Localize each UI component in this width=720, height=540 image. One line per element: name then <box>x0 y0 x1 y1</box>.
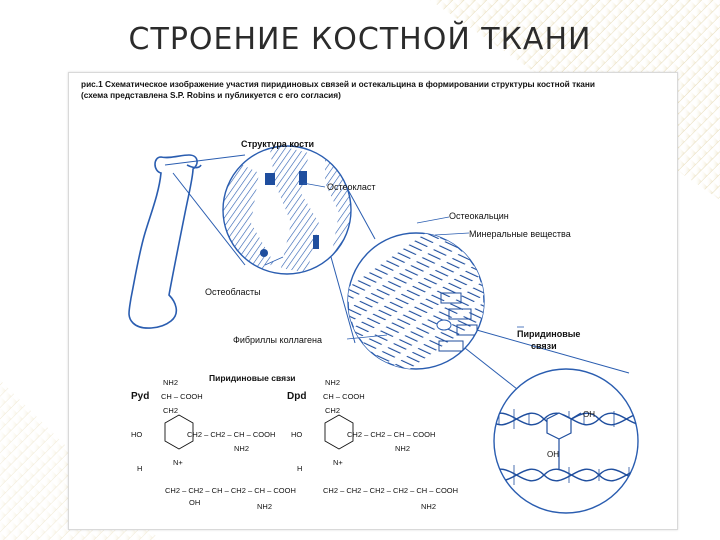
chem-pyd-oh: OH <box>189 498 200 507</box>
chem-pyd-bottom-chain: CH2 – CH2 – CH – CH2 – CH – COOH <box>165 486 296 495</box>
figure-caption: рис.1 Схематическое изображение участия … <box>81 79 671 101</box>
bone-structure-circle <box>222 145 352 275</box>
chem-dpd-bottom-nh2: NH2 <box>421 502 436 511</box>
chem-pyd-side-chain: CH2 – CH2 – CH – COOH <box>187 430 275 439</box>
chemical-structures: Пиридиновые связи Pyd NH2 CH – COOH CH2 … <box>131 373 458 511</box>
chem-pyd-h: H <box>137 464 142 473</box>
caption-line-2: (схема представлена S.P. Robins и публик… <box>81 90 341 100</box>
label-osteocalcin: Остеокальцин <box>449 211 509 221</box>
slide-title: СТРОЕНИЕ КОСТНОЙ ТКАНИ <box>128 22 592 57</box>
chem-dpd-ring <box>324 414 354 450</box>
collagen-mineral-circle <box>347 232 485 370</box>
label-pyridinoline-b: связи <box>531 341 557 351</box>
label-pointers <box>264 182 524 340</box>
chem-pyd-n-plus: N+ <box>173 458 183 467</box>
label-bone-structure: Структура кости <box>241 139 314 149</box>
chem-dpd-bottom-chain: CH2 – CH2 – CH2 – CH2 – CH – COOH <box>323 486 458 495</box>
chem-heading: Пиридиновые связи <box>209 373 296 383</box>
bone-structure-diagram: OH OH Структура кости Остеокласт Остеобл… <box>128 139 639 514</box>
chem-pyd-side-nh2: NH2 <box>234 444 249 453</box>
chem-pyd-ch-cooh: CH – COOH <box>161 392 203 401</box>
chem-dpd-n-plus: N+ <box>333 458 343 467</box>
chem-dpd-nh2: NH2 <box>325 378 340 387</box>
chem-dpd-label: Dpd <box>287 391 306 402</box>
chem-dpd-ch-cooh: CH – COOH <box>323 392 365 401</box>
label-osteoblasts: Остеобласты <box>205 287 261 297</box>
chem-pyd-bottom-nh2: NH2 <box>257 502 272 511</box>
label-minerals: Минеральные вещества <box>469 229 571 239</box>
chem-pyd-label: Pyd <box>131 391 149 402</box>
chem-pyd-ch2: CH2 <box>163 406 178 415</box>
pyridinoline-helix-circle: OH OH <box>493 368 639 514</box>
chem-dpd-ch2: CH2 <box>325 406 340 415</box>
label-collagen-fibrils: Фибриллы коллагена <box>233 335 322 345</box>
inset-oh-bottom: OH <box>547 450 559 459</box>
chem-dpd-h: H <box>297 464 302 473</box>
chem-pyd-ring <box>164 414 194 450</box>
chem-dpd-side-chain: CH2 – CH2 – CH – COOH <box>347 430 435 439</box>
figure-panel: рис.1 Схематическое изображение участия … <box>68 72 678 530</box>
chem-pyd-nh2: NH2 <box>163 378 178 387</box>
chem-pyd-ho: HO <box>131 430 142 439</box>
inset-oh-top: OH <box>583 410 595 419</box>
chem-dpd-side-nh2: NH2 <box>395 444 410 453</box>
label-pyridinoline-a: Пиридиновые <box>517 329 580 339</box>
femur-bone <box>128 154 202 329</box>
chem-dpd-ho: HO <box>291 430 302 439</box>
label-osteoclast: Остеокласт <box>327 182 375 192</box>
caption-line-1: рис.1 Схематическое изображение участия … <box>81 79 596 89</box>
